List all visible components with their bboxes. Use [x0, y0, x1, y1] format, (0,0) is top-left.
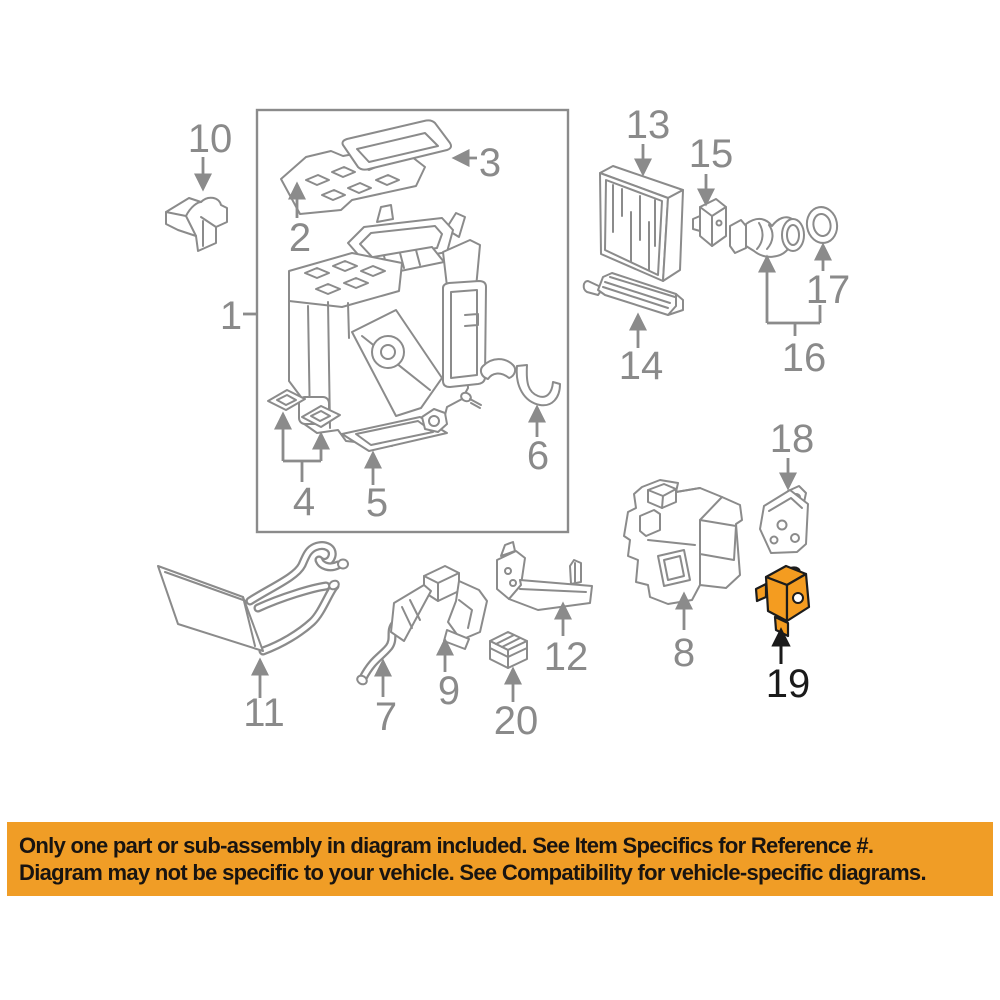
part-16-duct-drawing: [729, 216, 805, 258]
part-8-housing-drawing: [623, 479, 743, 605]
part-label-8: 8: [673, 631, 695, 675]
part-label-5: 5: [366, 481, 388, 525]
part-label-18: 18: [770, 417, 815, 461]
part-19-actuator-highlighted-drawing: [754, 564, 811, 638]
part-label-12: 12: [544, 635, 589, 679]
leader-part-4: [283, 459, 321, 482]
disclaimer-line-2: Diagram may not be specific to your vehi…: [19, 860, 927, 885]
part-label-1: 1: [220, 294, 242, 338]
part-label-13: 13: [626, 103, 671, 147]
part-label-16: 16: [782, 336, 827, 380]
part-label-6: 6: [527, 434, 549, 478]
part-label-4: 4: [293, 480, 315, 524]
disclaimer-banner: Only one part or sub-assembly in diagram…: [7, 822, 993, 896]
part-4-seals-drawing: [267, 389, 341, 428]
part-17-oring-drawing: [805, 206, 839, 244]
part-15-valve-drawing: [692, 198, 727, 247]
part-20-box-drawing: [489, 631, 528, 669]
part-label-11: 11: [243, 691, 285, 735]
part-label-3: 3: [479, 141, 501, 185]
exploded-parts-diagram: 1 2 3 4 5 6 7 8 9 10 11 12 13 14 15 16 1…: [157, 103, 851, 743]
part-label-14: 14: [619, 344, 664, 388]
leader-part-16: [767, 305, 822, 336]
callout-lines: [243, 305, 822, 482]
part-label-10: 10: [188, 117, 233, 161]
assembly-boundary-box: [255, 108, 570, 534]
part-label-9: 9: [438, 669, 460, 713]
part-12-bracket-drawing: [496, 541, 593, 611]
disclaimer-line-1: Only one part or sub-assembly in diagram…: [19, 833, 874, 858]
part-label-15: 15: [689, 132, 734, 176]
part-label-20: 20: [494, 699, 539, 743]
part-9-duct-assembly-drawing: [390, 565, 488, 650]
part-label-2: 2: [289, 216, 311, 260]
part-label-7: 7: [375, 695, 397, 739]
part-10-bracket-drawing: [165, 196, 228, 252]
part-5-seal-drawing: [341, 416, 448, 452]
callout-arrows: [193, 144, 833, 702]
part-13-evaporator-drawing: [599, 165, 684, 282]
part-14-rail-drawing: [582, 272, 684, 316]
part-11-heater-core-drawing: [157, 541, 349, 656]
part-label-17: 17: [806, 268, 851, 312]
part-6-bracket-drawing: [421, 358, 561, 433]
part-18-bracket-drawing: [759, 485, 809, 554]
part-label-19: 19: [766, 662, 811, 706]
part-3-seal-drawing: [341, 119, 452, 171]
